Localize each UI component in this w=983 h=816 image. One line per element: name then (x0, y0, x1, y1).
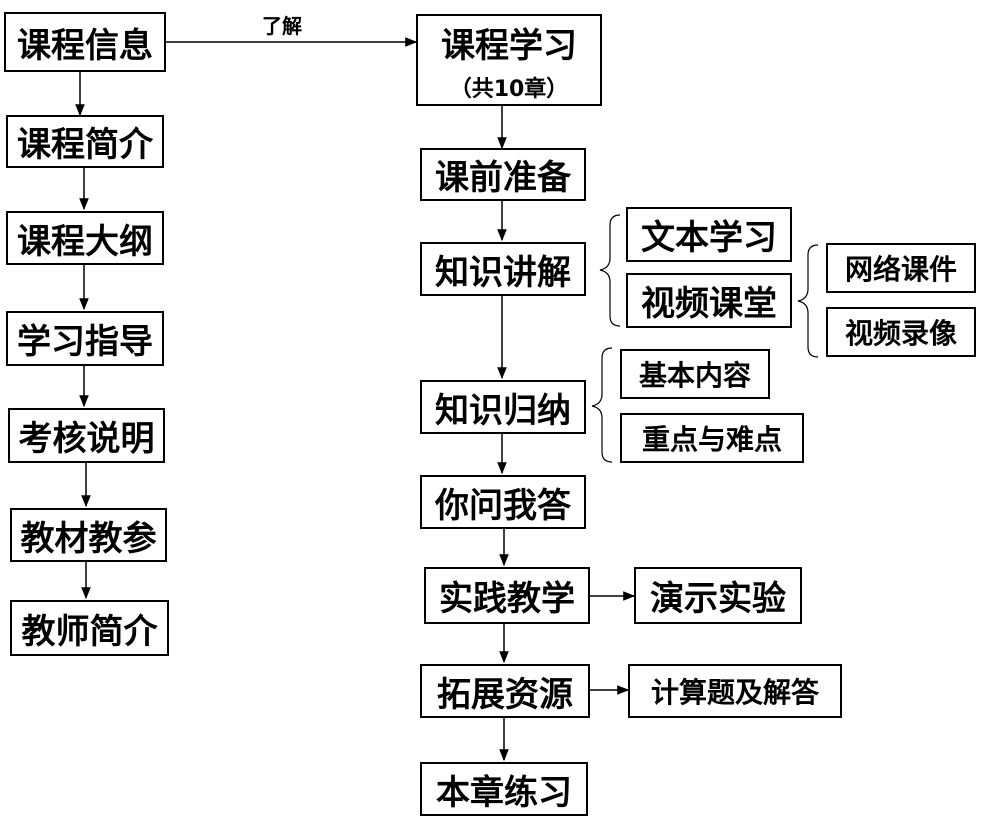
brace-video-class (797, 244, 819, 358)
node-course-info[interactable]: 课程信息 (4, 12, 166, 72)
node-course-study[interactable]: 课程学习 （共10章） (416, 14, 602, 106)
node-pre-class[interactable]: 课前准备 (420, 148, 586, 201)
node-practice[interactable]: 实践教学 (424, 567, 590, 624)
node-key-points[interactable]: 重点与难点 (620, 413, 804, 463)
node-course-outline[interactable]: 课程大纲 (6, 211, 164, 265)
brace-knowledge-summary (591, 347, 613, 463)
node-knowledge-summary[interactable]: 知识归纳 (420, 380, 586, 434)
node-extension[interactable]: 拓展资源 (420, 664, 590, 718)
node-knowledge-explain[interactable]: 知识讲解 (420, 242, 586, 296)
node-course-intro[interactable]: 课程简介 (6, 115, 164, 168)
node-demo-experiment[interactable]: 演示实验 (634, 567, 802, 624)
node-video-recording[interactable]: 视频录像 (826, 307, 976, 357)
link-label: 了解 (262, 14, 302, 38)
course-study-title: 课程学习 (441, 25, 577, 66)
node-calc-problems[interactable]: 计算题及解答 (628, 664, 842, 718)
node-basic-content[interactable]: 基本内容 (620, 349, 770, 399)
node-teacher-intro[interactable]: 教师简介 (10, 600, 169, 656)
node-qa[interactable]: 你问我答 (420, 475, 586, 529)
node-text-study[interactable]: 文本学习 (626, 207, 792, 262)
node-study-guide[interactable]: 学习指导 (6, 311, 164, 366)
node-video-class[interactable]: 视频课堂 (626, 273, 792, 328)
brace-knowledge-explain (599, 214, 621, 327)
node-chapter-exercise[interactable]: 本章练习 (420, 762, 588, 816)
node-exam-notes[interactable]: 考核说明 (8, 408, 165, 463)
node-textbooks[interactable]: 教材教参 (10, 508, 167, 562)
chapter-count: （共10章） (449, 76, 569, 102)
node-online-courseware[interactable]: 网络课件 (826, 243, 976, 293)
